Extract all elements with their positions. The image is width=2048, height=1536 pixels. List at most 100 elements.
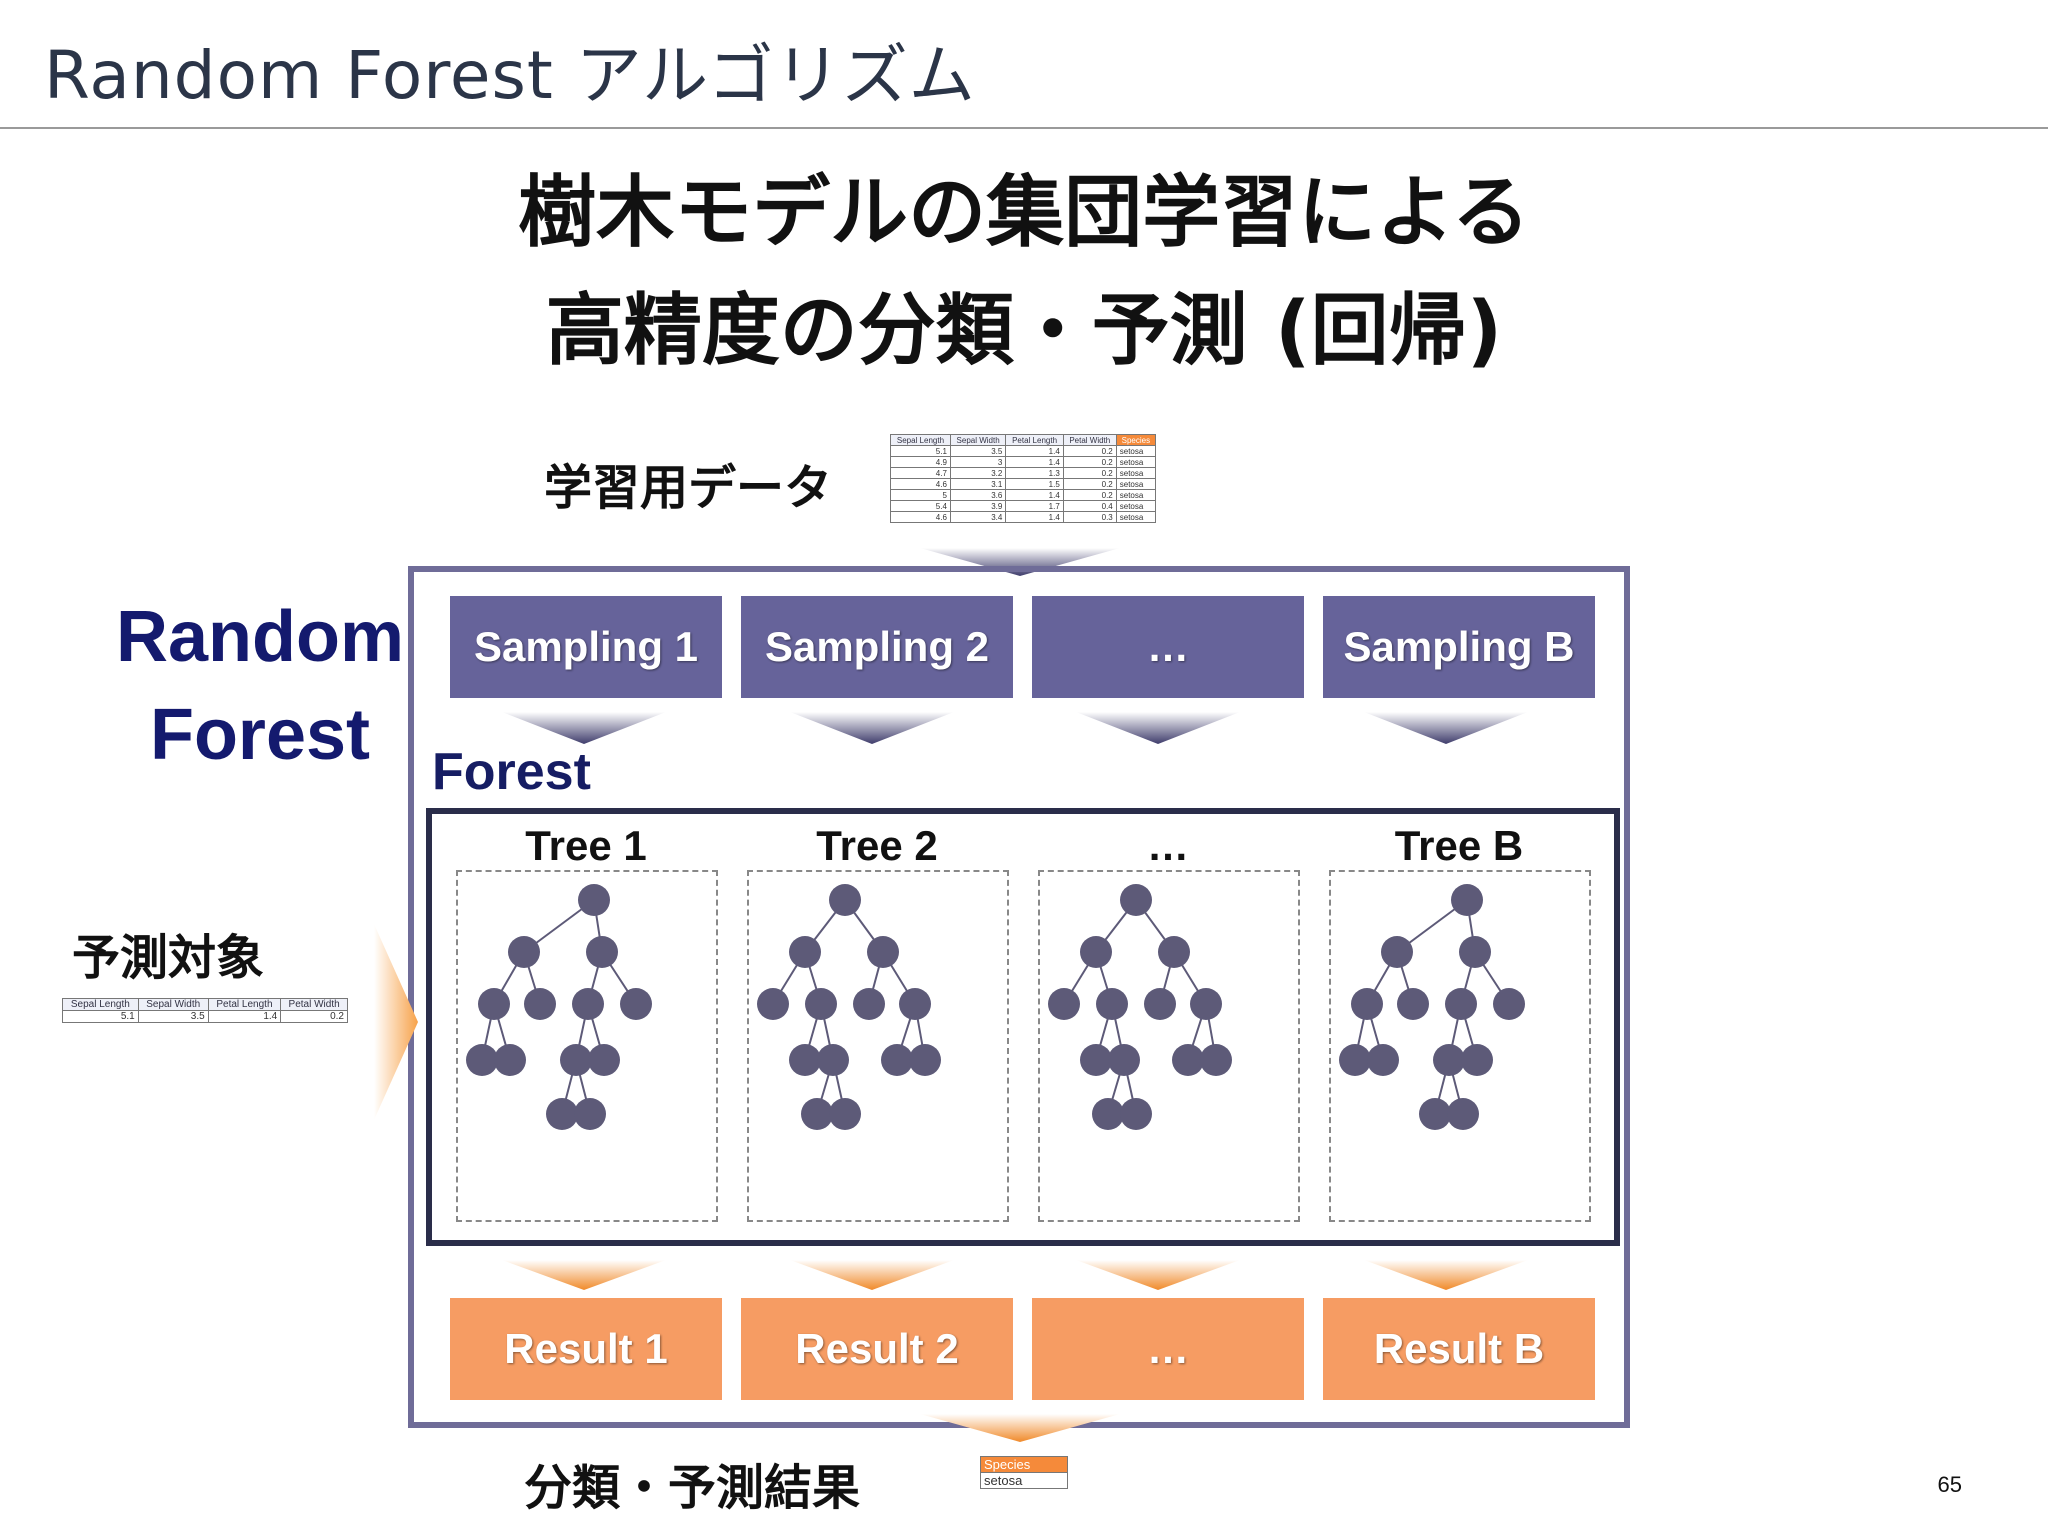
tree-node — [881, 1044, 913, 1076]
tree-node — [1461, 1044, 1493, 1076]
tree-node — [1451, 884, 1483, 916]
tree-node — [899, 988, 931, 1020]
tree-node — [909, 1044, 941, 1076]
sampling-arrows — [502, 712, 1528, 744]
result-arrow-3 — [1076, 1260, 1240, 1290]
tree-label-b: Tree B — [1394, 822, 1524, 869]
result-arrow-2 — [790, 1260, 954, 1290]
table-header-cell: Petal Width — [1062, 434, 1117, 446]
result-species-value: setosa — [980, 1472, 1068, 1489]
classification-result-label: 分類・予測結果 — [524, 1460, 861, 1516]
tree-node — [1108, 1044, 1140, 1076]
tree-node — [789, 1044, 821, 1076]
tree-node — [1120, 1098, 1152, 1130]
tree-node — [789, 936, 821, 968]
tree-node — [1190, 988, 1222, 1020]
table-cell: 4.9 — [890, 456, 951, 468]
table-cell: 4.7 — [890, 467, 951, 479]
table-cell: 3.6 — [949, 489, 1007, 501]
tree-node — [1397, 988, 1429, 1020]
sampling-box-b: Sampling B — [1323, 596, 1595, 698]
tree-node — [578, 884, 610, 916]
table-cell: 1.4 — [1005, 489, 1064, 501]
tree-node — [757, 988, 789, 1020]
tree-node — [1351, 988, 1383, 1020]
table-cell: 1.7 — [1005, 500, 1064, 512]
table-cell: 5.1 — [890, 445, 951, 457]
table-header-cell: Petal Length — [207, 998, 282, 1011]
table-cell: setosa — [1115, 445, 1157, 457]
sampling-box-ellipsis: … — [1032, 596, 1304, 698]
table-cell: setosa — [1115, 478, 1157, 490]
table-cell: 0.2 — [1062, 478, 1117, 490]
predict-target-label: 予測対象 — [72, 930, 265, 986]
table-cell: 3.9 — [949, 500, 1007, 512]
tree-box-2 — [747, 870, 1009, 1222]
table-cell: 1.4 — [1005, 511, 1064, 523]
table-cell: 3 — [949, 456, 1007, 468]
input-arrow — [920, 548, 1120, 576]
table-cell: setosa — [1115, 489, 1157, 501]
tree-node — [801, 1098, 833, 1130]
forest-frame — [426, 808, 1620, 1246]
decision-tree-icon — [1339, 884, 1525, 1130]
tree-node — [1419, 1098, 1451, 1130]
table-cell: 0.2 — [280, 1010, 348, 1023]
tree-node — [1048, 988, 1080, 1020]
tree-node — [867, 936, 899, 968]
result-species-table: Species setosa — [980, 1456, 1068, 1489]
table-header-cell: Species — [1115, 434, 1157, 446]
table-header-cell: Sepal Length — [62, 998, 139, 1011]
table-cell: 0.2 — [1062, 445, 1117, 457]
table-cell: 0.4 — [1062, 500, 1117, 512]
table-cell: 4.6 — [890, 511, 951, 523]
result-box-2: Result 2 — [741, 1298, 1013, 1400]
sampling-arrow-2 — [790, 712, 954, 744]
tree-node — [508, 936, 540, 968]
tree-node — [1200, 1044, 1232, 1076]
tree-node — [494, 1044, 526, 1076]
decision-tree-icon — [757, 884, 941, 1130]
headline-line-1: 樹木モデルの集団学習による — [518, 168, 1530, 258]
tree-node — [1447, 1098, 1479, 1130]
tree-node — [1092, 1098, 1124, 1130]
tree-node — [620, 988, 652, 1020]
title-divider — [0, 127, 2048, 129]
tree-node — [1120, 884, 1152, 916]
result-arrow-1 — [502, 1260, 666, 1290]
table-cell: setosa — [1115, 456, 1157, 468]
table-header-cell: Petal Length — [1005, 434, 1064, 446]
input-orange-arrow — [374, 924, 418, 1120]
tree-node — [1158, 936, 1190, 968]
side-title-forest: Forest — [149, 695, 371, 775]
sampling-arrow-3 — [1076, 712, 1240, 744]
table-cell: 0.2 — [1062, 456, 1117, 468]
table-cell: 4.6 — [890, 478, 951, 490]
tree-node — [829, 884, 861, 916]
tree-node — [574, 1098, 606, 1130]
tree-box-3 — [1038, 870, 1300, 1222]
tree-node — [1367, 1044, 1399, 1076]
training-data-label: 学習用データ — [544, 460, 833, 516]
sampling-box-2: Sampling 2 — [741, 596, 1013, 698]
tree-node — [1080, 936, 1112, 968]
table-cell: 0.2 — [1062, 489, 1117, 501]
page-number: 65 — [1937, 1472, 1962, 1497]
tree-label-ellipsis: … — [1147, 822, 1189, 869]
tree-node — [560, 1044, 592, 1076]
table-cell: 1.4 — [207, 1010, 282, 1023]
tree-node — [588, 1044, 620, 1076]
tree-box-1 — [456, 870, 718, 1222]
decision-tree-icon — [1048, 884, 1232, 1130]
result-box-b: Result B — [1323, 1298, 1595, 1400]
tree-node — [1459, 936, 1491, 968]
table-cell: 1.5 — [1005, 478, 1064, 490]
side-title-random: Random — [116, 597, 404, 677]
tree-node — [1445, 988, 1477, 1020]
output-arrow — [920, 1414, 1120, 1442]
